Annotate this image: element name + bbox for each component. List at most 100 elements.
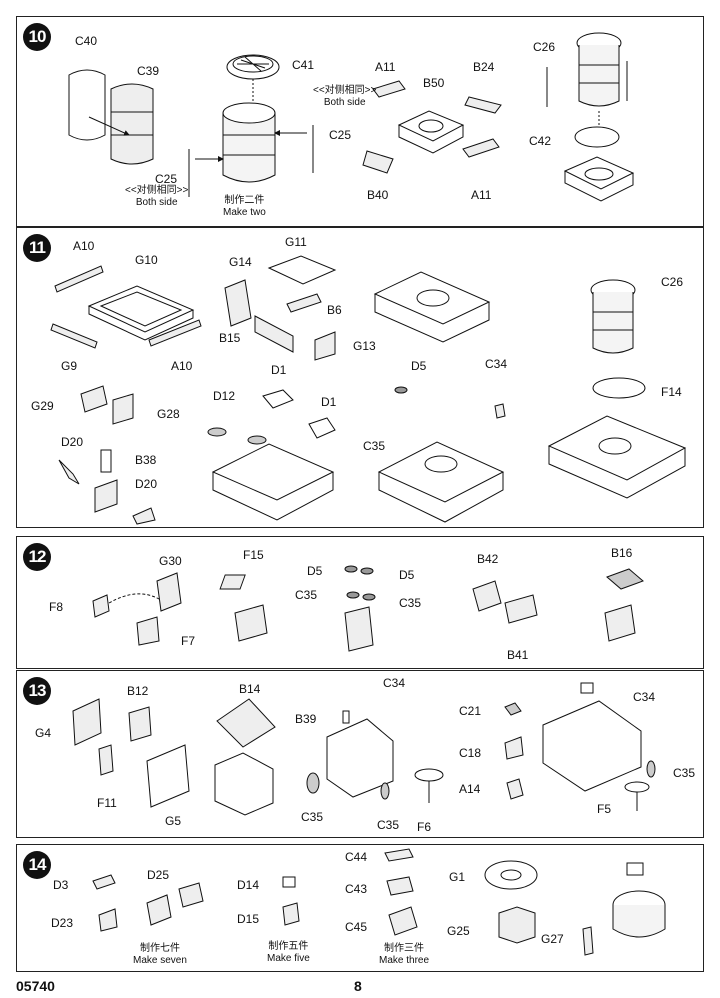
part-c21 [504, 702, 522, 716]
part-d20-top [58, 459, 80, 485]
part-d14 [282, 876, 296, 888]
label-c25-right: C25 [329, 128, 352, 142]
label-b14: B14 [239, 682, 261, 696]
label-d14: D14 [237, 878, 260, 892]
label-c43: C43 [345, 882, 368, 896]
label-b24: B24 [473, 60, 495, 74]
step-number: 14 [23, 851, 51, 879]
label-d25: D25 [147, 868, 170, 882]
label-f6: F6 [417, 820, 432, 834]
label-c26: C26 [661, 275, 684, 289]
part-a11-top [372, 80, 406, 98]
part-c35-right [380, 782, 390, 800]
part-b38 [100, 449, 112, 473]
label-g1: G1 [449, 870, 466, 884]
note-both-side-mid: <<对侧相同>> Both side [313, 85, 377, 108]
label-c35: C35 [363, 439, 386, 453]
part-c43 [386, 876, 414, 896]
part-g1 [484, 860, 538, 890]
label-c35-left: C35 [295, 588, 318, 602]
label-a14: A14 [459, 782, 481, 796]
part-f6 [414, 768, 444, 782]
label-b12: B12 [127, 684, 149, 698]
part-b24 [464, 96, 502, 114]
part-f15-base [234, 604, 268, 642]
part-b12 [128, 706, 152, 742]
label-g29: G29 [31, 399, 54, 413]
part-f5 [624, 781, 650, 793]
part-c42 [574, 126, 620, 148]
step-14-drawing [92, 848, 666, 956]
label-b42: B42 [477, 552, 499, 566]
label-d5: D5 [411, 359, 427, 373]
part-d20-block [94, 479, 118, 513]
label-g14: G14 [229, 255, 252, 269]
part-a10-top [54, 265, 104, 293]
part-g13 [314, 331, 336, 361]
label-c40: C40 [75, 34, 98, 48]
part-c44 [384, 848, 414, 862]
label-b16: B16 [611, 546, 633, 560]
part-c45 [388, 906, 418, 936]
part-c40 [68, 69, 106, 141]
step-12-panel: 12 G30 F8 F7 F15 D5 D5 C35 C35 B42 B41 B… [16, 536, 704, 669]
label-c39: C39 [137, 64, 160, 78]
label-c44: C44 [345, 850, 368, 864]
label-d20-bottom: D20 [135, 477, 158, 491]
label-d15: D15 [237, 912, 260, 926]
note-make-two: 制作二件 Make two [223, 195, 266, 218]
part-d23 [98, 908, 118, 932]
note-both-side-left: <<对侧相同>> Both side [125, 185, 189, 208]
part-b42 [472, 580, 502, 612]
part-b15 [254, 315, 294, 353]
label-a11-bottom: A11 [471, 188, 492, 202]
label-d23: D23 [51, 916, 74, 930]
part-g9 [50, 323, 98, 349]
label-c35-a: C35 [301, 810, 324, 824]
step-13-panel: 13 G4 B12 F11 G5 B14 B39 C34 [16, 670, 704, 838]
part-g14 [224, 279, 252, 327]
label-a11-top: A11 [375, 60, 396, 74]
label-b40: B40 [367, 188, 389, 202]
part-chassis-b [211, 443, 335, 501]
label-a10-top: A10 [73, 239, 95, 253]
part-b16-base [604, 604, 636, 642]
label-b39: B39 [295, 712, 317, 726]
part-turret-final [542, 700, 642, 792]
part-c35-final [646, 760, 656, 778]
part-base [563, 156, 635, 190]
label-f5: F5 [597, 802, 612, 816]
label-g5: G5 [165, 814, 182, 828]
label-a10-bottom: A10 [171, 359, 193, 373]
note-make-three: 制作三件 Make three [379, 943, 430, 966]
part-c34-top [580, 682, 594, 694]
part-turret-body [326, 718, 394, 798]
label-b6: B6 [327, 303, 342, 317]
part-b16 [606, 568, 644, 590]
part-c18 [504, 736, 524, 760]
label-c34-turret: C34 [383, 676, 406, 690]
part-a10-bottom [148, 319, 202, 347]
step-10-drawing [68, 32, 635, 202]
part-b6 [286, 293, 322, 313]
label-c21: C21 [459, 704, 482, 718]
step-number: 13 [23, 677, 51, 705]
part-chassis-final [547, 415, 687, 481]
label-c35-final: C35 [673, 766, 696, 780]
part-d25-assembly [178, 882, 204, 908]
part-b41 [504, 594, 538, 624]
label-g30: G30 [159, 554, 182, 568]
label-d1-a: D1 [271, 363, 287, 377]
step-11-drawing [50, 255, 687, 525]
label-g27: G27 [541, 932, 564, 946]
step-number: 11 [23, 234, 51, 262]
page-number: 8 [354, 978, 362, 994]
label-c35-right: C35 [399, 596, 422, 610]
part-d1-b [308, 417, 336, 439]
label-b38: B38 [135, 453, 157, 467]
label-f15: F15 [243, 548, 264, 562]
step-11-panel: 11 [16, 227, 704, 528]
label-f14: F14 [661, 385, 682, 399]
part-tank-assembly [222, 113, 276, 183]
part-c39 [110, 83, 154, 165]
